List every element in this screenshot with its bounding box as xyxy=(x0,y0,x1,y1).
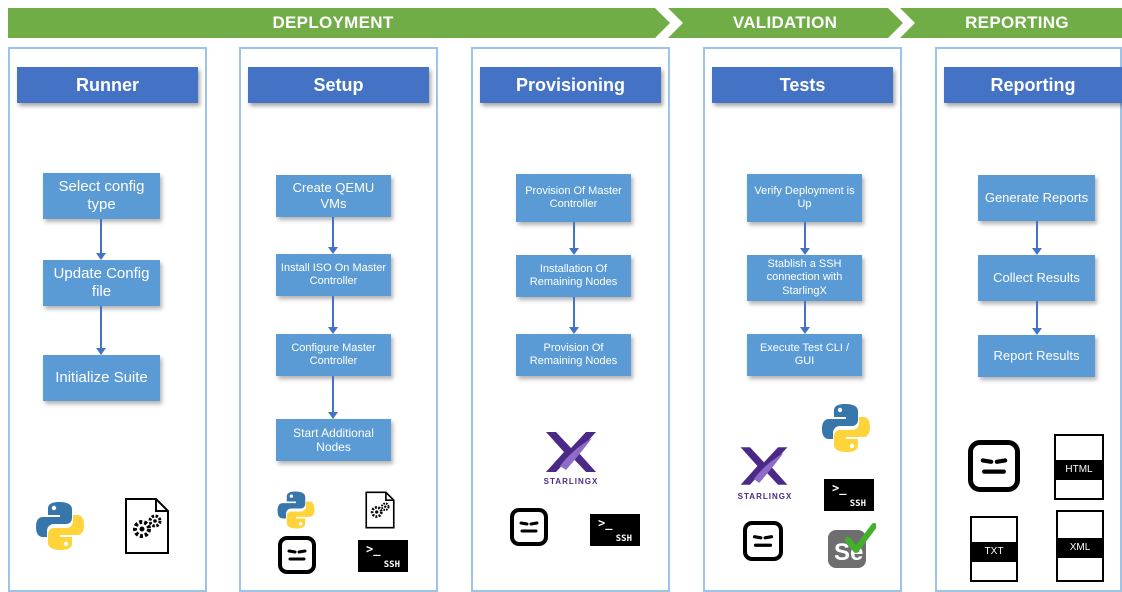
ssh-terminal-icon: >_SSH xyxy=(590,514,640,546)
tests-step-execute-test: Execute Test CLI / GUI xyxy=(747,334,862,376)
provisioning-panel xyxy=(471,47,670,592)
robot-framework-icon xyxy=(278,536,316,574)
selenium-logo-icon: Se xyxy=(828,523,876,568)
tests-step-ssh-connection: Stablish a SSH connection with StarlingX xyxy=(747,255,862,301)
python-logo-icon xyxy=(822,404,870,452)
provisioning-arrow-2 xyxy=(569,297,579,334)
provisioning-step-master: Provision Of Master Controller xyxy=(516,174,631,222)
setup-arrow-1 xyxy=(328,217,338,254)
setup-arrow-2 xyxy=(328,296,338,334)
setup-header: Setup xyxy=(248,67,429,103)
xml-file-icon: XML xyxy=(1056,510,1104,582)
runner-step-update-config: Update Config file xyxy=(43,260,160,306)
provisioning-header: Provisioning xyxy=(480,67,661,103)
setup-step-configure-master: Configure Master Controller xyxy=(276,334,391,376)
reporting-arrow-2 xyxy=(1032,301,1042,335)
tests-arrow-2 xyxy=(800,301,810,334)
setup-step-install-iso: Install ISO On Master Controller xyxy=(276,254,391,296)
robot-framework-icon xyxy=(510,508,548,546)
reporting-step-collect: Collect Results xyxy=(978,255,1095,301)
validation-phase-label: VALIDATION xyxy=(732,13,838,32)
phase-banners xyxy=(8,8,1122,38)
reporting-banner-shape xyxy=(900,8,1122,38)
reporting-arrow-1 xyxy=(1032,221,1042,255)
runner-arrow-2 xyxy=(96,306,106,355)
runner-step-initialize-suite: Initialize Suite xyxy=(43,355,160,401)
robot-framework-icon xyxy=(968,440,1020,492)
runner-panel xyxy=(8,47,207,592)
python-logo-icon xyxy=(277,491,315,529)
reporting-header: Reporting xyxy=(944,67,1122,103)
runner-step-select-config: Select config type xyxy=(43,173,160,219)
setup-panel xyxy=(239,47,438,592)
validation-banner-shape xyxy=(668,8,903,38)
setup-step-create-vms: Create QEMU VMs xyxy=(276,175,391,217)
deployment-banner-shape xyxy=(8,8,670,38)
html-file-icon: HTML xyxy=(1054,434,1104,500)
setup-arrow-3 xyxy=(328,376,338,419)
ssh-terminal-icon: >_SSH xyxy=(824,479,874,511)
starlingx-wordmark: STARLINGX xyxy=(737,492,793,501)
tests-header: Tests xyxy=(712,67,893,103)
reporting-phase-label: REPORTING xyxy=(965,13,1069,32)
runner-arrow-1 xyxy=(96,219,106,260)
deployment-phase-label: DEPLOYMENT xyxy=(272,13,394,32)
ssh-terminal-icon: >_SSH xyxy=(358,540,408,572)
config-file-gears-icon xyxy=(125,498,169,554)
tests-arrow-1 xyxy=(800,222,810,255)
txt-file-icon: TXT xyxy=(970,516,1018,582)
provisioning-arrow-1 xyxy=(569,222,579,255)
starlingx-wordmark: STARLINGX xyxy=(543,477,599,486)
robot-framework-icon xyxy=(743,521,783,561)
python-logo-icon xyxy=(36,502,84,550)
provisioning-step-provision-remaining: Provision Of Remaining Nodes xyxy=(516,334,631,376)
reporting-step-report: Report Results xyxy=(978,335,1095,377)
config-file-gears-icon xyxy=(365,491,395,529)
reporting-step-generate: Generate Reports xyxy=(978,175,1095,221)
setup-step-start-nodes: Start Additional Nodes xyxy=(276,419,391,461)
tests-step-verify-deployment: Verify Deployment is Up xyxy=(747,174,862,222)
starlingx-logo-icon xyxy=(740,447,788,485)
provisioning-step-install-remaining: Installation Of Remaining Nodes xyxy=(516,255,631,297)
runner-header: Runner xyxy=(17,67,198,103)
starlingx-logo-icon xyxy=(546,432,596,472)
